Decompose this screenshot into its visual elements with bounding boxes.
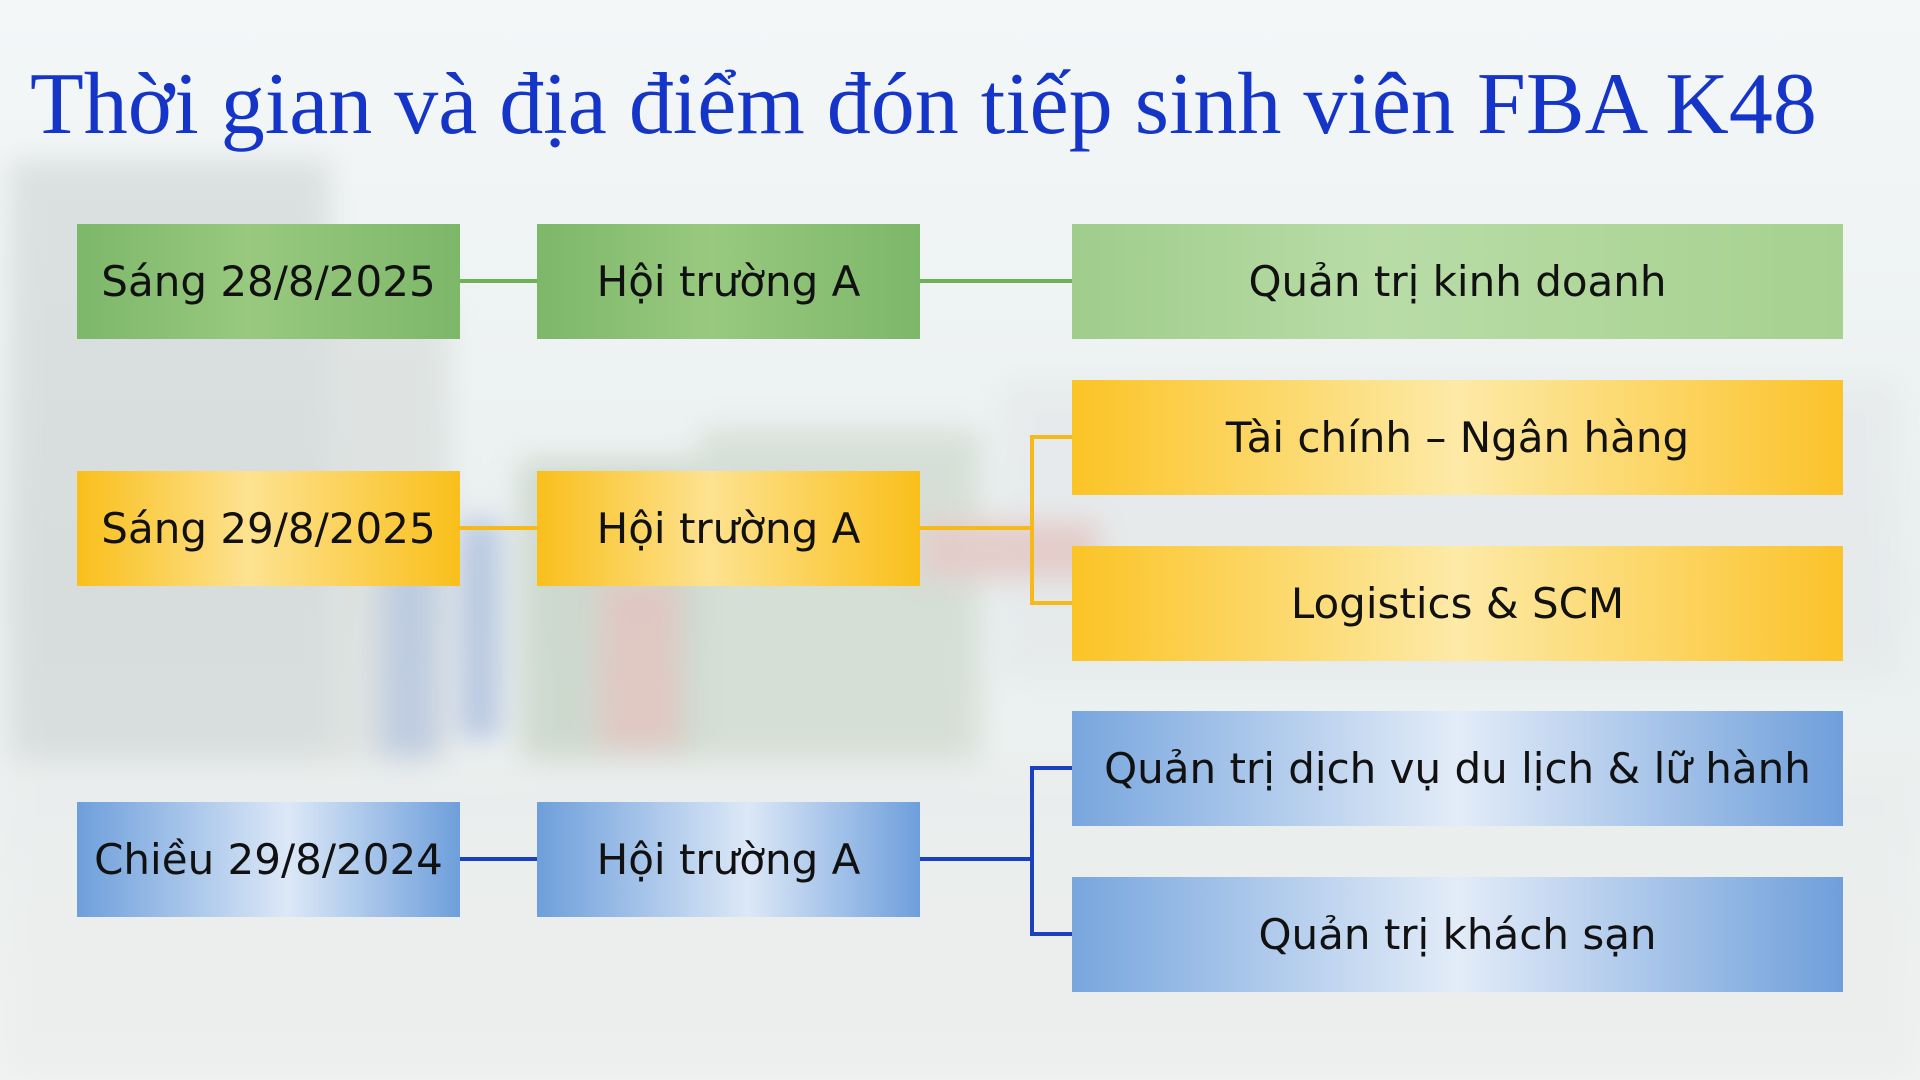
time-box-1: Sáng 28/8/2025 (77, 224, 460, 339)
major-box-1-1: Quản trị kinh doanh (1072, 224, 1843, 339)
connector-branch-majors-2 (1030, 435, 1072, 605)
major-box-2-2: Logistics & SCM (1072, 546, 1843, 661)
venue-box-1: Hội trường A (537, 224, 920, 339)
venue-box-2: Hội trường A (537, 471, 920, 586)
page-title: Thời gian và địa điểm đón tiếp sinh viên… (30, 56, 1817, 153)
time-box-3: Chiều 29/8/2024 (77, 802, 460, 917)
major-box-2-1: Tài chính – Ngân hàng (1072, 380, 1843, 495)
major-box-3-2: Quản trị khách sạn (1072, 877, 1843, 992)
time-box-2: Sáng 29/8/2025 (77, 471, 460, 586)
connector-branch-majors-3 (1030, 766, 1072, 936)
venue-box-3: Hội trường A (537, 802, 920, 917)
major-box-3-1: Quản trị dịch vụ du lịch & lữ hành (1072, 711, 1843, 826)
